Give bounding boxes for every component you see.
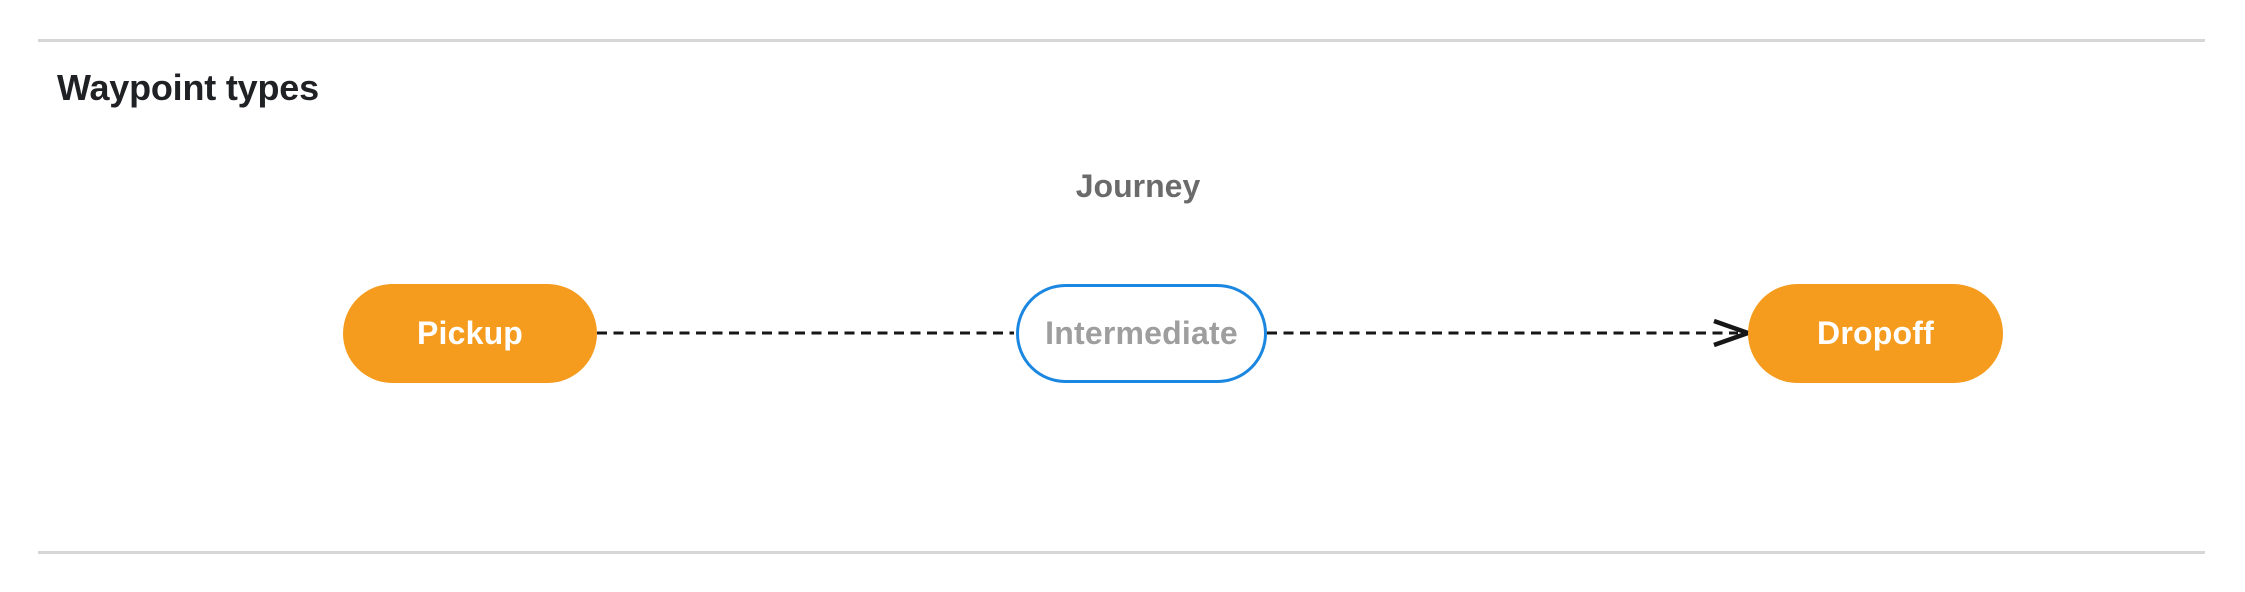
node-pickup-label: Pickup — [416, 315, 524, 351]
node-intermediate-label: Intermediate — [1045, 315, 1238, 351]
node-pickup: Pickup — [343, 284, 597, 383]
bottom-divider — [38, 551, 2205, 554]
node-dropoff-label: Dropoff — [1817, 315, 1934, 351]
section-title: Waypoint types — [57, 67, 319, 108]
node-intermediate: Intermediate — [1016, 284, 1267, 383]
node-dropoff: Dropoff — [1748, 284, 2003, 383]
top-divider — [38, 39, 2205, 42]
journey-group-label: Journey — [1075, 168, 1201, 204]
